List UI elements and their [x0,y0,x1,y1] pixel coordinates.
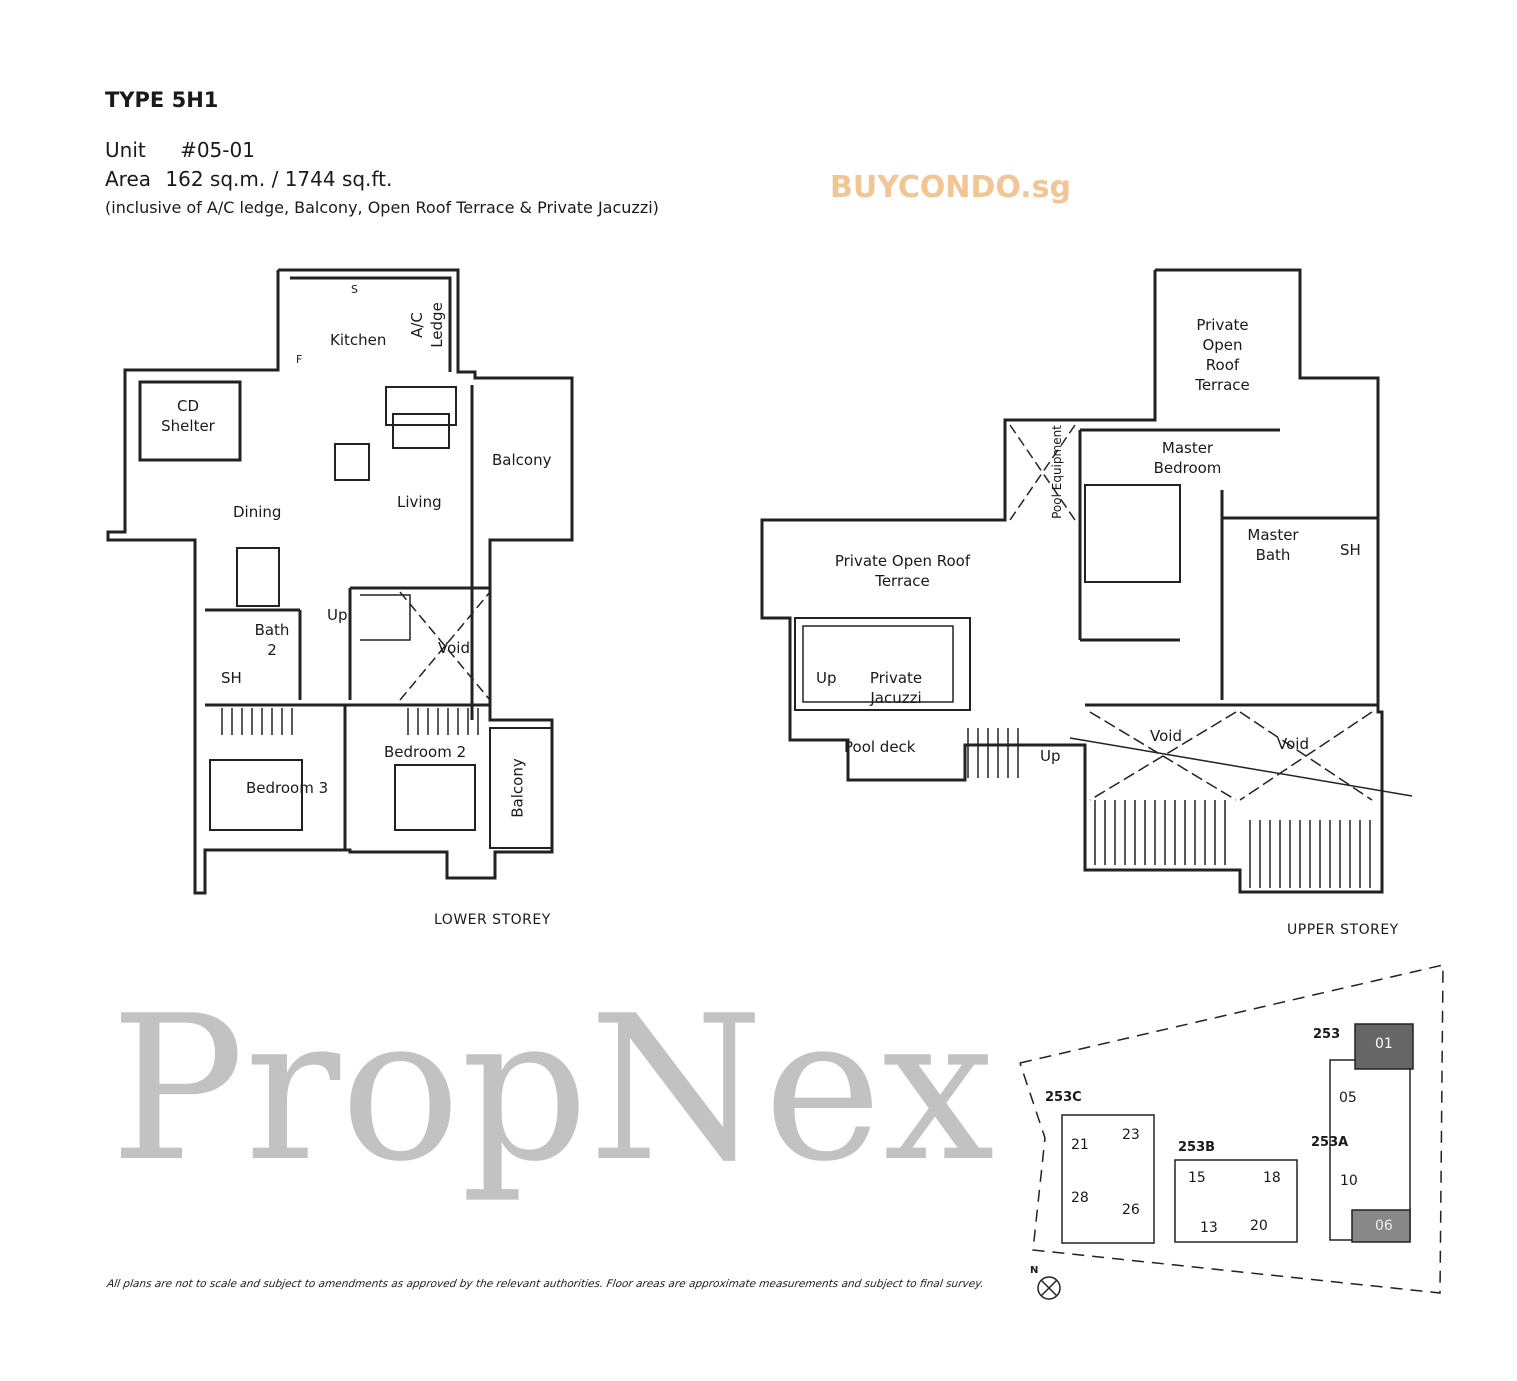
unit-21: 21 [1071,1137,1089,1153]
room-private-open-roof-terrace: Private Open Roof Terrace [834,552,971,590]
shower-label: SH [221,669,242,687]
room-bedroom-3: Bedroom 3 [246,779,329,797]
void-label-1: Void [1150,727,1182,745]
watermark: PropNex [110,973,995,1206]
upper-storey-caption: UPPER STOREY [1287,922,1399,938]
void-label: Void [438,639,470,657]
void-label-2: Void [1277,735,1309,753]
stair-up-label-upper: Up [1040,747,1061,765]
unit-26: 26 [1122,1202,1140,1218]
room-private-jacuzzi: Private Jacuzzi [869,669,923,707]
block-253c: 253C [1045,1090,1082,1105]
sink-label: S [351,283,358,296]
area-label: Area [105,167,152,191]
stair-treads [221,708,1371,888]
unit-23: 23 [1122,1127,1140,1143]
upper-storey-walls [221,268,1413,894]
lower-storey-caption: LOWER STOREY [434,912,551,928]
room-private-open-roof-terrace-top: Private Open Roof Terrace [1195,316,1250,394]
unit-value: #05-01 [180,138,255,162]
block-253a: 253A [1311,1135,1349,1150]
unit-10: 10 [1340,1173,1358,1189]
room-bedroom-2: Bedroom 2 [384,743,467,761]
unit-05: 05 [1339,1090,1357,1106]
lower-storey-walls [106,268,574,895]
room-balcony: Balcony [492,451,552,469]
unit-20: 20 [1250,1218,1268,1234]
room-bath-2: Bath 2 [254,621,290,659]
area-row: Area 162 sq.m. / 1744 sq.ft. [105,167,392,191]
room-pool-deck: Pool deck [844,738,916,756]
room-kitchen: Kitchen [330,331,387,349]
shower-label-upper: SH [1340,541,1361,559]
block-253: 253 [1313,1027,1341,1042]
room-ac-ledge: A/C Ledge [408,302,446,348]
room-cd-shelter: CD Shelter [161,397,215,435]
unit-row: Unit #05-01 [105,138,255,162]
unit-18: 18 [1263,1170,1281,1186]
room-dining: Dining [233,503,282,521]
room-master-bedroom: Master Bedroom [1153,439,1222,477]
area-inclusions: (inclusive of A/C ledge, Balcony, Open R… [105,198,659,217]
unit-06-highlight: 06 [1375,1218,1393,1234]
fridge-label: F [296,353,303,366]
unit-13: 13 [1200,1220,1218,1236]
unit-15: 15 [1188,1170,1206,1186]
key-plan-drawing [1019,964,1444,1300]
unit-01-highlight: 01 [1375,1036,1393,1052]
unit-type-title: TYPE 5H1 [105,88,219,112]
unit-28: 28 [1071,1190,1089,1206]
room-pool-equipment: Pool Equipment [1049,425,1064,519]
room-balcony-2: Balcony [508,758,527,818]
room-living: Living [397,493,442,511]
buycondo-logo: BUYCONDO.sg [830,170,1071,205]
disclaimer: All plans are not to scale and subject t… [106,1278,985,1290]
north-label: N [1030,1265,1039,1276]
stair-up-label: Up [327,606,348,624]
block-253b: 253B [1178,1140,1216,1155]
room-master-bath: Master Bath [1247,526,1299,564]
area-value: 162 sq.m. / 1744 sq.ft. [165,167,393,191]
unit-label: Unit [105,138,146,162]
jacuzzi-up-label: Up [816,669,837,687]
